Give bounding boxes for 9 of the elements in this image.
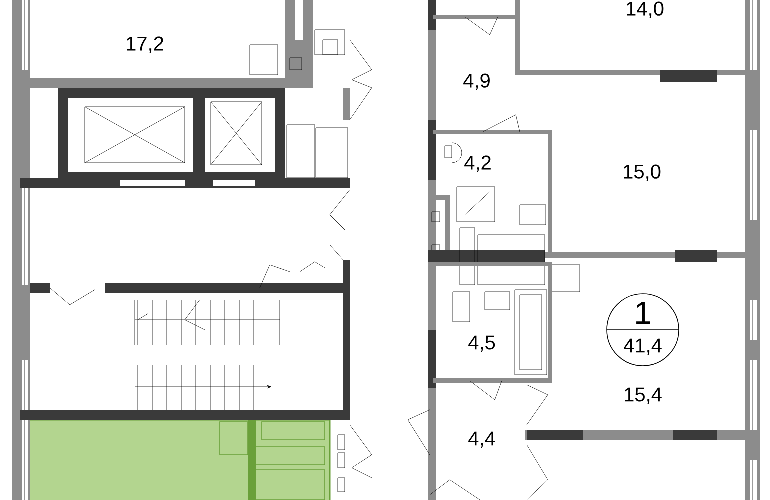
area-label: 4,5 bbox=[468, 336, 496, 352]
area-label: 15,4 bbox=[625, 388, 662, 404]
area-label: 17,2 bbox=[127, 36, 164, 54]
area-label: 15,0 bbox=[624, 164, 661, 182]
area-label: 4,9 bbox=[464, 74, 490, 90]
area-label: 4,2 bbox=[464, 156, 491, 172]
area-label: 14,0 bbox=[627, 2, 664, 18]
apartment-badge: 1 41,4 bbox=[606, 294, 680, 366]
area-label: 4,4 bbox=[468, 432, 496, 448]
